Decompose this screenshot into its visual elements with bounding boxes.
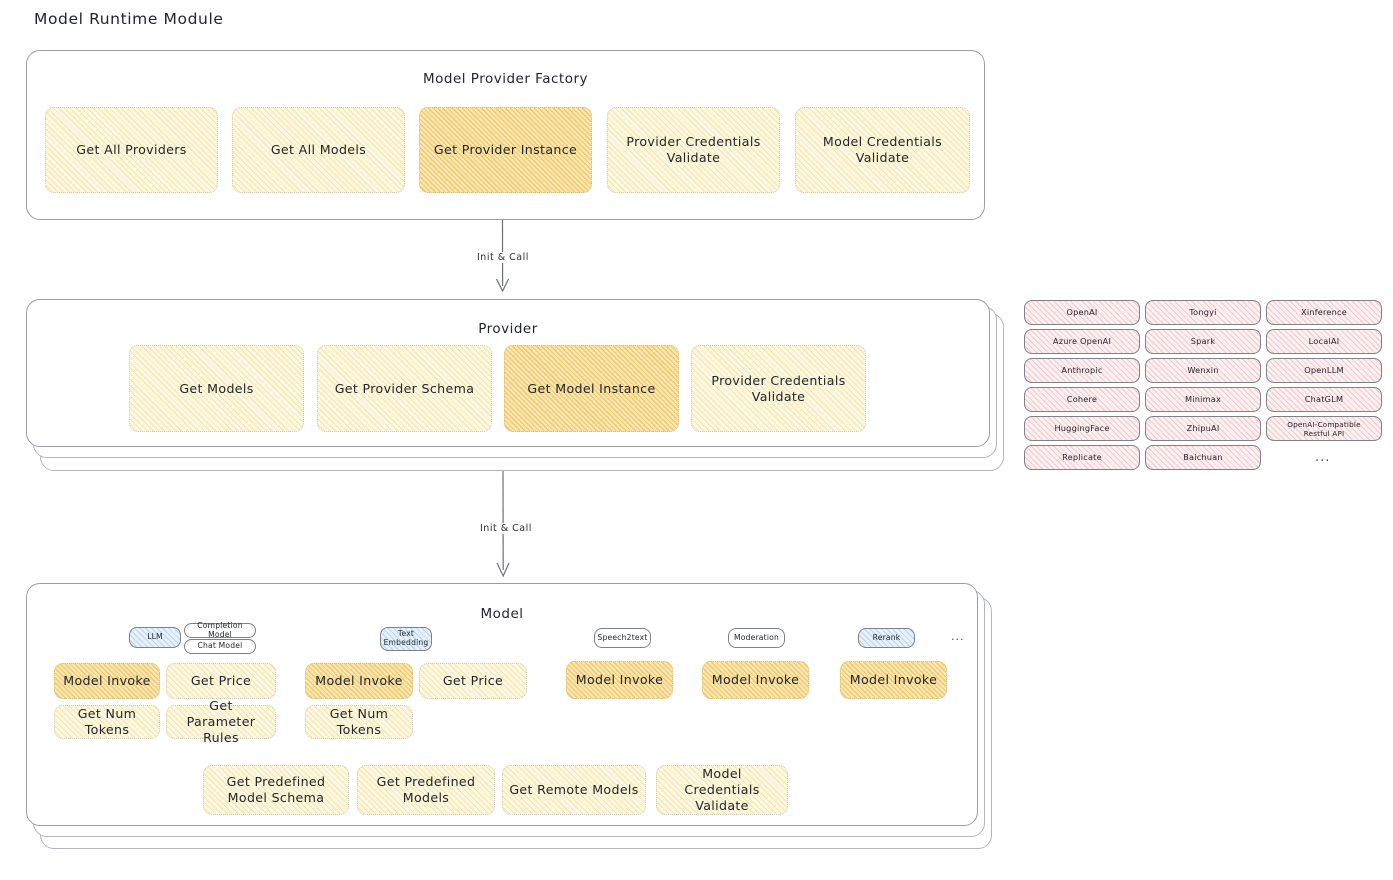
model-subtype-chat-model[interactable]: Chat Model xyxy=(184,639,256,654)
provider-chip-openllm[interactable]: OpenLLM xyxy=(1266,358,1382,383)
node-get-all-models[interactable]: Get All Models xyxy=(232,107,405,193)
page-title: Model Runtime Module xyxy=(34,10,224,28)
provider-chip-cohere[interactable]: Cohere xyxy=(1024,387,1140,412)
node-get-models[interactable]: Get Models xyxy=(129,345,304,432)
model-types-ellipsis: ... xyxy=(951,630,965,643)
node-llm-get-price[interactable]: Get Price xyxy=(166,663,276,699)
provider-chip-huggingface[interactable]: HuggingFace xyxy=(1024,416,1140,441)
provider-chip-openai[interactable]: OpenAI xyxy=(1024,300,1140,325)
node-llm-get-parameter-rules[interactable]: Get Parameter Rules xyxy=(166,698,276,745)
provider-title: Provider xyxy=(478,321,538,337)
model-type-speech2text[interactable]: Speech2text xyxy=(594,628,651,648)
provider-chip-localai[interactable]: LocalAI xyxy=(1266,329,1382,354)
connector-provider-to-model xyxy=(496,470,510,578)
model-title: Model xyxy=(480,606,524,622)
provider-chip-baichuan[interactable]: Baichuan xyxy=(1145,445,1261,470)
provider-chip-zhipuai[interactable]: ZhipuAI xyxy=(1145,416,1261,441)
node-get-remote-models[interactable]: Get Remote Models xyxy=(502,765,646,815)
provider-chip-chatglm[interactable]: ChatGLM xyxy=(1266,387,1382,412)
node-get-provider-instance[interactable]: Get Provider Instance xyxy=(419,107,592,193)
model-type-text-embedding[interactable]: Text Embedding xyxy=(380,627,432,651)
provider-chip-anthropic[interactable]: Anthropic xyxy=(1024,358,1140,383)
node-get-predefined-model-schema[interactable]: Get Predefined Model Schema xyxy=(203,765,349,815)
node-speech2text-model-invoke[interactable]: Model Invoke xyxy=(566,661,673,699)
node-get-predefined-models[interactable]: Get Predefined Models xyxy=(357,765,495,815)
node-llm-model-invoke[interactable]: Model Invoke xyxy=(54,663,160,699)
provider-chip-minimax[interactable]: Minimax xyxy=(1145,387,1261,412)
node-model-credentials-validate-3[interactable]: Model Credentials Validate xyxy=(656,765,788,815)
node-model-credentials-validate[interactable]: Model Credentials Validate xyxy=(795,107,970,193)
node-text-embedding-get-price[interactable]: Get Price xyxy=(419,663,527,699)
provider-chip-openai-compatible-restful-api[interactable]: OpenAI-Compatible Restful API xyxy=(1266,416,1382,441)
node-llm-get-num-tokens[interactable]: Get Num Tokens xyxy=(54,705,160,739)
model-type-rerank[interactable]: Rerank xyxy=(858,628,915,648)
node-moderation-model-invoke[interactable]: Model Invoke xyxy=(702,661,809,699)
model-type-moderation[interactable]: Moderation xyxy=(728,628,785,648)
model-provider-factory-title: Model Provider Factory xyxy=(422,71,588,87)
provider-list: OpenAI Azure OpenAI Anthropic Cohere Hug… xyxy=(1024,300,1382,475)
node-provider-credentials-validate[interactable]: Provider Credentials Validate xyxy=(607,107,780,193)
provider-chip-wenxin[interactable]: Wenxin xyxy=(1145,358,1261,383)
node-rerank-model-invoke[interactable]: Model Invoke xyxy=(840,661,947,699)
node-text-embedding-get-num-tokens[interactable]: Get Num Tokens xyxy=(305,705,413,739)
model-subtype-completion-model[interactable]: Completion Model xyxy=(184,621,256,638)
provider-chip-spark[interactable]: Spark xyxy=(1145,329,1261,354)
node-provider-credentials-validate-2[interactable]: Provider Credentials Validate xyxy=(691,345,866,432)
provider-list-ellipsis: ... xyxy=(1315,450,1331,465)
node-get-model-instance[interactable]: Get Model Instance xyxy=(504,345,679,432)
node-get-provider-schema[interactable]: Get Provider Schema xyxy=(317,345,492,432)
provider-chip-tongyi[interactable]: Tongyi xyxy=(1145,300,1261,325)
connector-label-init-and-call-1: Init & Call xyxy=(474,252,532,263)
provider-chip-xinference[interactable]: Xinference xyxy=(1266,300,1382,325)
node-get-all-providers[interactable]: Get All Providers xyxy=(45,107,218,193)
provider-chip-replicate[interactable]: Replicate xyxy=(1024,445,1140,470)
connector-label-init-and-call-2: Init & Call xyxy=(477,523,535,534)
node-text-embedding-model-invoke[interactable]: Model Invoke xyxy=(305,663,413,699)
provider-chip-azure-openai[interactable]: Azure OpenAI xyxy=(1024,329,1140,354)
model-type-llm[interactable]: LLM xyxy=(129,627,181,648)
